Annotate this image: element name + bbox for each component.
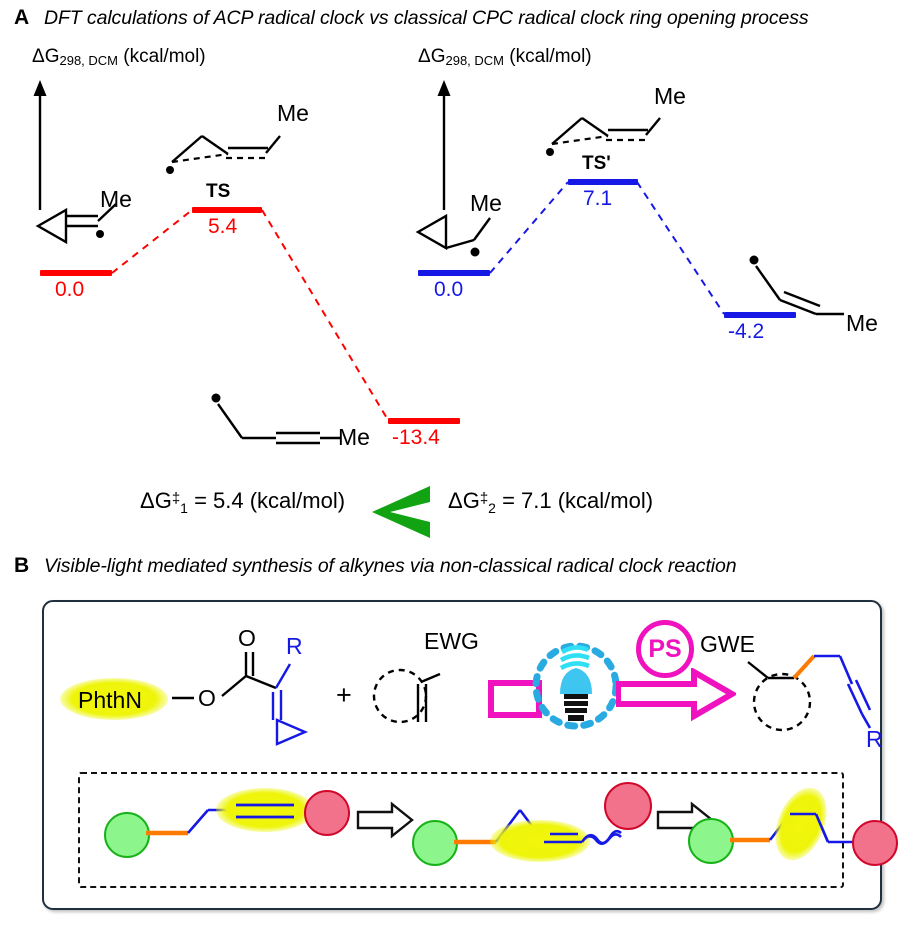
cpc-ts-me-label: Me [654, 83, 686, 109]
retro3-pink-node [852, 820, 898, 866]
acp-reactant-structure [35, 203, 117, 245]
left-axis-symbol: ΔG [32, 46, 60, 67]
barrier-left-text: = 5.4 (kcal/mol) [194, 488, 346, 513]
retro1-pink-node [304, 790, 350, 836]
acp-product-me-label: Me [338, 424, 370, 450]
photosensitizer-badge: PS [636, 620, 694, 678]
acp-product-structure [211, 393, 340, 445]
cpc-ts-level-bar [568, 179, 638, 185]
panel-b-letter: B [14, 554, 30, 577]
retro-arrow-1 [356, 800, 416, 845]
cpc-ts-structure [546, 117, 661, 156]
acp-ts-level-bar [192, 207, 262, 213]
acp-reactant-level-bar [40, 270, 112, 276]
retro2-pink-node [604, 782, 652, 830]
left-axis-subscript: 298, DCM [59, 53, 119, 68]
svg-text:R: R [286, 633, 303, 659]
svg-text:O: O [198, 685, 216, 711]
retro1-triple-bond [236, 803, 294, 819]
cpc-reactant-me-label: Me [470, 190, 502, 216]
barrier-left-subscript: 1 [180, 500, 188, 516]
light-bulb-icon [532, 642, 620, 730]
reaction-arrow [616, 668, 736, 722]
barrier-comparison-left: ΔG‡1 = 5.4 (kcal/mol) [140, 488, 345, 516]
barrier-right-dagger: ‡ [479, 490, 489, 507]
acp-product-value: -13.4 [392, 426, 440, 449]
cpc-product-level-bar [724, 312, 796, 318]
less-than-icon [372, 486, 430, 538]
cpc-reactant-value: 0.0 [434, 278, 464, 301]
plus-sign: + [336, 680, 352, 710]
reactant1-structure: O O R [172, 625, 309, 746]
cpc-ts-label: TS' [582, 153, 611, 174]
reactant2-structure [372, 668, 441, 724]
retro1-green-node [104, 812, 150, 858]
barrier-right-symbol: ΔG [448, 488, 480, 513]
right-axis-unit: (kcal/mol) [509, 46, 592, 67]
barrier-right-text: = 7.1 (kcal/mol) [502, 488, 654, 513]
acp-ts-label: TS [206, 181, 231, 202]
acp-ts-structure [166, 135, 281, 174]
cpc-product-value: -4.2 [728, 320, 765, 343]
left-axis-arrow [33, 80, 47, 210]
product-r-label: R [866, 726, 883, 752]
acp-reactant-value: 0.0 [55, 278, 85, 301]
panel-a-title: DFT calculations of ACP radical clock vs… [44, 7, 809, 29]
acp-ts-me-label: Me [277, 100, 309, 126]
product-structure [747, 654, 872, 732]
cpc-product-me-label: Me [846, 310, 878, 336]
retro2-alkene-bonds [544, 829, 622, 845]
cpc-ts-value: 7.1 [583, 187, 613, 210]
right-axis-subscript: 298, DCM [445, 53, 505, 68]
retro1-alkyne-highlight [216, 788, 314, 832]
svg-text:O: O [238, 625, 256, 651]
panel-b-frame [42, 600, 882, 910]
barrier-right-subscript: 2 [488, 500, 496, 516]
retrosynthesis-box [78, 772, 844, 888]
barrier-left-symbol: ΔG [140, 488, 172, 513]
left-axis-unit: (kcal/mol) [123, 46, 206, 67]
barrier-left-dagger: ‡ [171, 490, 181, 507]
panel-b-title: Visible-light mediated synthesis of alky… [44, 555, 737, 577]
acp-reactant-me-label: Me [100, 186, 132, 212]
right-axis-arrow [437, 80, 451, 210]
phthn-label: PhthN [78, 687, 142, 713]
phthn-highlight [60, 678, 168, 720]
acp-product-level-bar [388, 418, 460, 424]
left-axis-label: ΔG298, DCM (kcal/mol) [32, 46, 206, 68]
cpc-product-structure [749, 255, 844, 316]
gwe-label: GWE [700, 631, 755, 657]
acp-ts-value: 5.4 [208, 215, 238, 238]
retro3-bonds-overlay [790, 812, 830, 843]
barrier-comparison-right: ΔG‡2 = 7.1 (kcal/mol) [448, 488, 653, 516]
retro-arrow-1-icon [356, 801, 414, 839]
cpc-reactant-structure [415, 213, 491, 257]
ps-label: PS [648, 634, 682, 663]
ewg-label: EWG [424, 628, 479, 654]
red-profile-connectors [111, 181, 725, 421]
right-axis-label: ΔG298, DCM (kcal/mol) [418, 46, 592, 68]
cpc-reactant-level-bar [418, 270, 490, 276]
panel-a-letter: A [14, 6, 30, 29]
right-axis-symbol: ΔG [418, 46, 446, 67]
